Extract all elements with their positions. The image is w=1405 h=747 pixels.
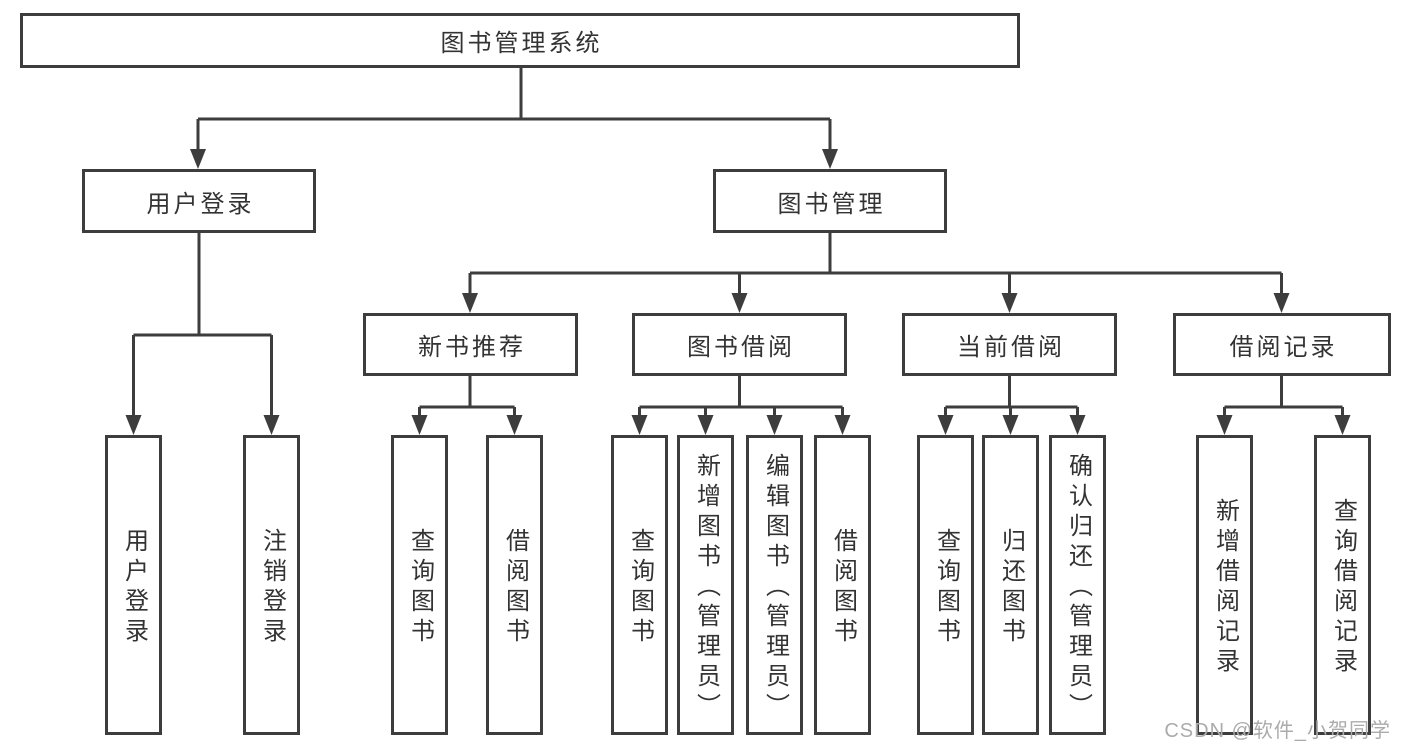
- node-label: 图书管理系统: [440, 30, 603, 57]
- node-book-management: 图书管理: [713, 169, 947, 233]
- leaf-add-books-admin: 新增图书（管理员）: [677, 435, 734, 735]
- leaf-label: 新增图书（管理员）: [692, 453, 720, 723]
- leaf-label: 归还图书: [997, 528, 1025, 648]
- csdn-watermark: CSDN @软件_小贺同学: [1164, 720, 1391, 742]
- leaf-label: 查询图书: [932, 528, 960, 648]
- tree-edges: [132, 68, 1344, 418]
- leaf-label: 借阅图书: [829, 528, 857, 648]
- leaf-label: 确认归还（管理员）: [1064, 453, 1092, 723]
- node-label: 用户登录: [146, 190, 255, 218]
- leaf-label: 查询图书: [626, 528, 654, 648]
- leaf-label: 注销登录: [258, 528, 286, 648]
- leaf-label: 新增借阅记录: [1211, 498, 1239, 678]
- node-new-book-recommendation: 新书推荐: [363, 313, 578, 376]
- leaf-user-login: 用户登录: [105, 435, 162, 735]
- node-label: 借阅记录: [1229, 334, 1338, 361]
- leaf-borrow-books: 借阅图书: [814, 435, 871, 735]
- leaf-query-borrowing-record: 查询借阅记录: [1314, 435, 1371, 735]
- leaf-borrow-books-recommendation: 借阅图书: [486, 435, 543, 735]
- leaf-add-borrowing-record: 新增借阅记录: [1196, 435, 1253, 735]
- node-current-borrowing: 当前借阅: [902, 313, 1117, 376]
- leaf-label: 编辑图书（管理员）: [761, 453, 789, 723]
- node-label: 图书借阅: [687, 334, 795, 361]
- leaf-query-books-current: 查询图书: [917, 435, 974, 735]
- leaf-return-books: 归还图书: [982, 435, 1039, 735]
- node-label: 新书推荐: [418, 334, 526, 361]
- leaf-query-books-borrowing: 查询图书: [611, 435, 668, 735]
- node-borrowing-records: 借阅记录: [1173, 313, 1391, 376]
- node-library-management-system: 图书管理系统: [20, 13, 1020, 68]
- leaf-label: 查询借阅记录: [1329, 498, 1357, 678]
- node-user-login: 用户登录: [82, 169, 316, 233]
- leaf-label: 查询图书: [406, 528, 434, 648]
- node-label: 图书管理: [777, 190, 886, 218]
- leaf-query-books-recommendation: 查询图书: [391, 435, 448, 735]
- leaf-confirm-return-admin: 确认归还（管理员）: [1049, 435, 1106, 735]
- leaf-edit-books-admin: 编辑图书（管理员）: [746, 435, 803, 735]
- node-label: 当前借阅: [957, 334, 1065, 361]
- node-book-borrowing: 图书借阅: [632, 313, 847, 376]
- leaf-label: 用户登录: [120, 528, 148, 648]
- leaf-logout: 注销登录: [243, 435, 300, 735]
- arrowheads: [125, 149, 1351, 435]
- leaf-label: 借阅图书: [501, 528, 529, 648]
